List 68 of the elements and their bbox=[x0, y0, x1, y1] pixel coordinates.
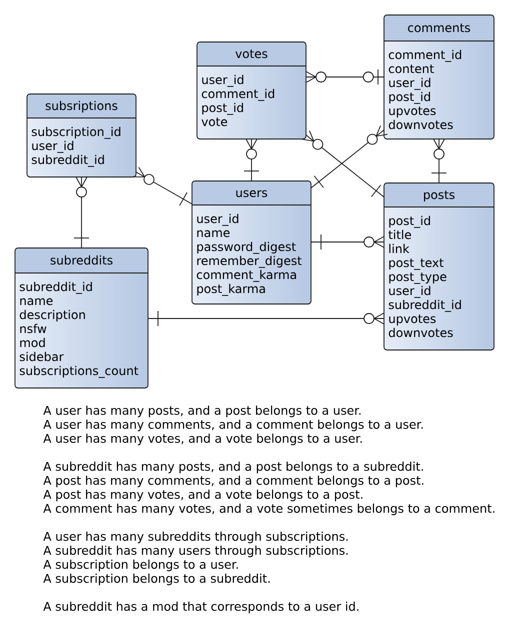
relationship-line bbox=[148, 310, 384, 326]
column-name: comment_id bbox=[388, 50, 462, 62]
note-text: A comment has many votes, and a vote sometimes belongs to a comment. bbox=[43, 504, 494, 516]
column-name: post_type bbox=[389, 272, 446, 284]
table-box bbox=[384, 14, 494, 140]
column-name: post_text bbox=[389, 258, 444, 270]
column-name: remember_digest bbox=[197, 256, 302, 268]
note-text: A user has many votes, and a vote belongs to a user. bbox=[43, 434, 362, 446]
column-name: password_digest bbox=[197, 242, 296, 254]
table-name: votes bbox=[235, 50, 268, 58]
column-name: user_id bbox=[32, 140, 74, 153]
relationship-line bbox=[302, 130, 384, 198]
column-name: downvotes bbox=[388, 328, 453, 338]
table-box bbox=[26, 94, 136, 178]
column-name: name bbox=[20, 298, 53, 306]
note-text: A subreddit has many posts, and a post belongs to a subreddit. bbox=[43, 462, 423, 474]
relationship-line bbox=[431, 138, 447, 184]
note-text: A subreddit has a mod that corresponds to a user id. bbox=[43, 602, 358, 614]
relationship-line bbox=[132, 166, 192, 206]
column-name: nsfw bbox=[20, 324, 46, 334]
relationship-line bbox=[244, 138, 260, 182]
note-text: A user has many posts, and a post belongs to a user. bbox=[43, 406, 361, 418]
note-text: A post has many comments, and a comment belongs to a post. bbox=[43, 476, 424, 488]
column-name: upvotes bbox=[389, 106, 436, 118]
relationship-line bbox=[74, 176, 90, 248]
column-name: post_karma bbox=[197, 284, 265, 296]
column-name: subscriptions_count bbox=[20, 366, 138, 378]
column-name: link bbox=[389, 244, 410, 253]
table-box bbox=[14, 248, 148, 388]
note-text: A post has many votes, and a vote belongs to a post. bbox=[43, 490, 362, 502]
column-name: comment_karma bbox=[196, 270, 296, 282]
column-name: mod bbox=[20, 338, 45, 348]
relationship-line bbox=[306, 69, 384, 85]
note-text: A user has many comments, and a comment belongs to a user. bbox=[43, 420, 423, 432]
column-name: description bbox=[20, 310, 85, 322]
column-name: subreddit_id bbox=[20, 282, 92, 294]
column-name: user_id bbox=[197, 214, 238, 226]
column-name: post_id bbox=[389, 216, 430, 228]
table-box bbox=[196, 42, 306, 140]
table-name: posts bbox=[424, 190, 454, 202]
note-text: A subscription belongs to a subreddit. bbox=[43, 574, 270, 586]
column-name: post_id bbox=[389, 92, 430, 104]
column-name: downvotes bbox=[388, 120, 453, 130]
note-text: A subscription belongs to a user. bbox=[43, 560, 238, 572]
column-name: name bbox=[197, 230, 230, 238]
column-name: post_id bbox=[202, 102, 243, 115]
column-name: content bbox=[388, 64, 434, 74]
column-name: user_id bbox=[389, 286, 430, 298]
column-name: sidebar bbox=[20, 352, 64, 362]
column-name: subscription_id bbox=[32, 126, 120, 139]
table-box bbox=[384, 182, 494, 350]
table-name: subsriptions bbox=[46, 100, 118, 112]
column-name: title bbox=[388, 230, 412, 240]
column-name: vote bbox=[202, 118, 228, 126]
relationship-line bbox=[310, 234, 384, 250]
column-name: subreddit_id bbox=[32, 154, 104, 167]
column-name: comment_id bbox=[202, 88, 274, 101]
column-name: user_id bbox=[202, 74, 244, 87]
table-name: comments bbox=[408, 24, 470, 32]
table-name: subreddits bbox=[50, 255, 112, 265]
note-text: A user has many subreddits through subscriptions. bbox=[43, 532, 348, 544]
column-name: subreddit_id bbox=[388, 300, 461, 312]
relationship-line bbox=[310, 125, 388, 188]
column-name: upvotes bbox=[389, 314, 436, 326]
note-text: A subreddit has many users through subscriptions. bbox=[43, 546, 348, 558]
column-name: user_id bbox=[389, 78, 430, 90]
table-box bbox=[192, 180, 312, 304]
table-name: users bbox=[236, 190, 268, 198]
